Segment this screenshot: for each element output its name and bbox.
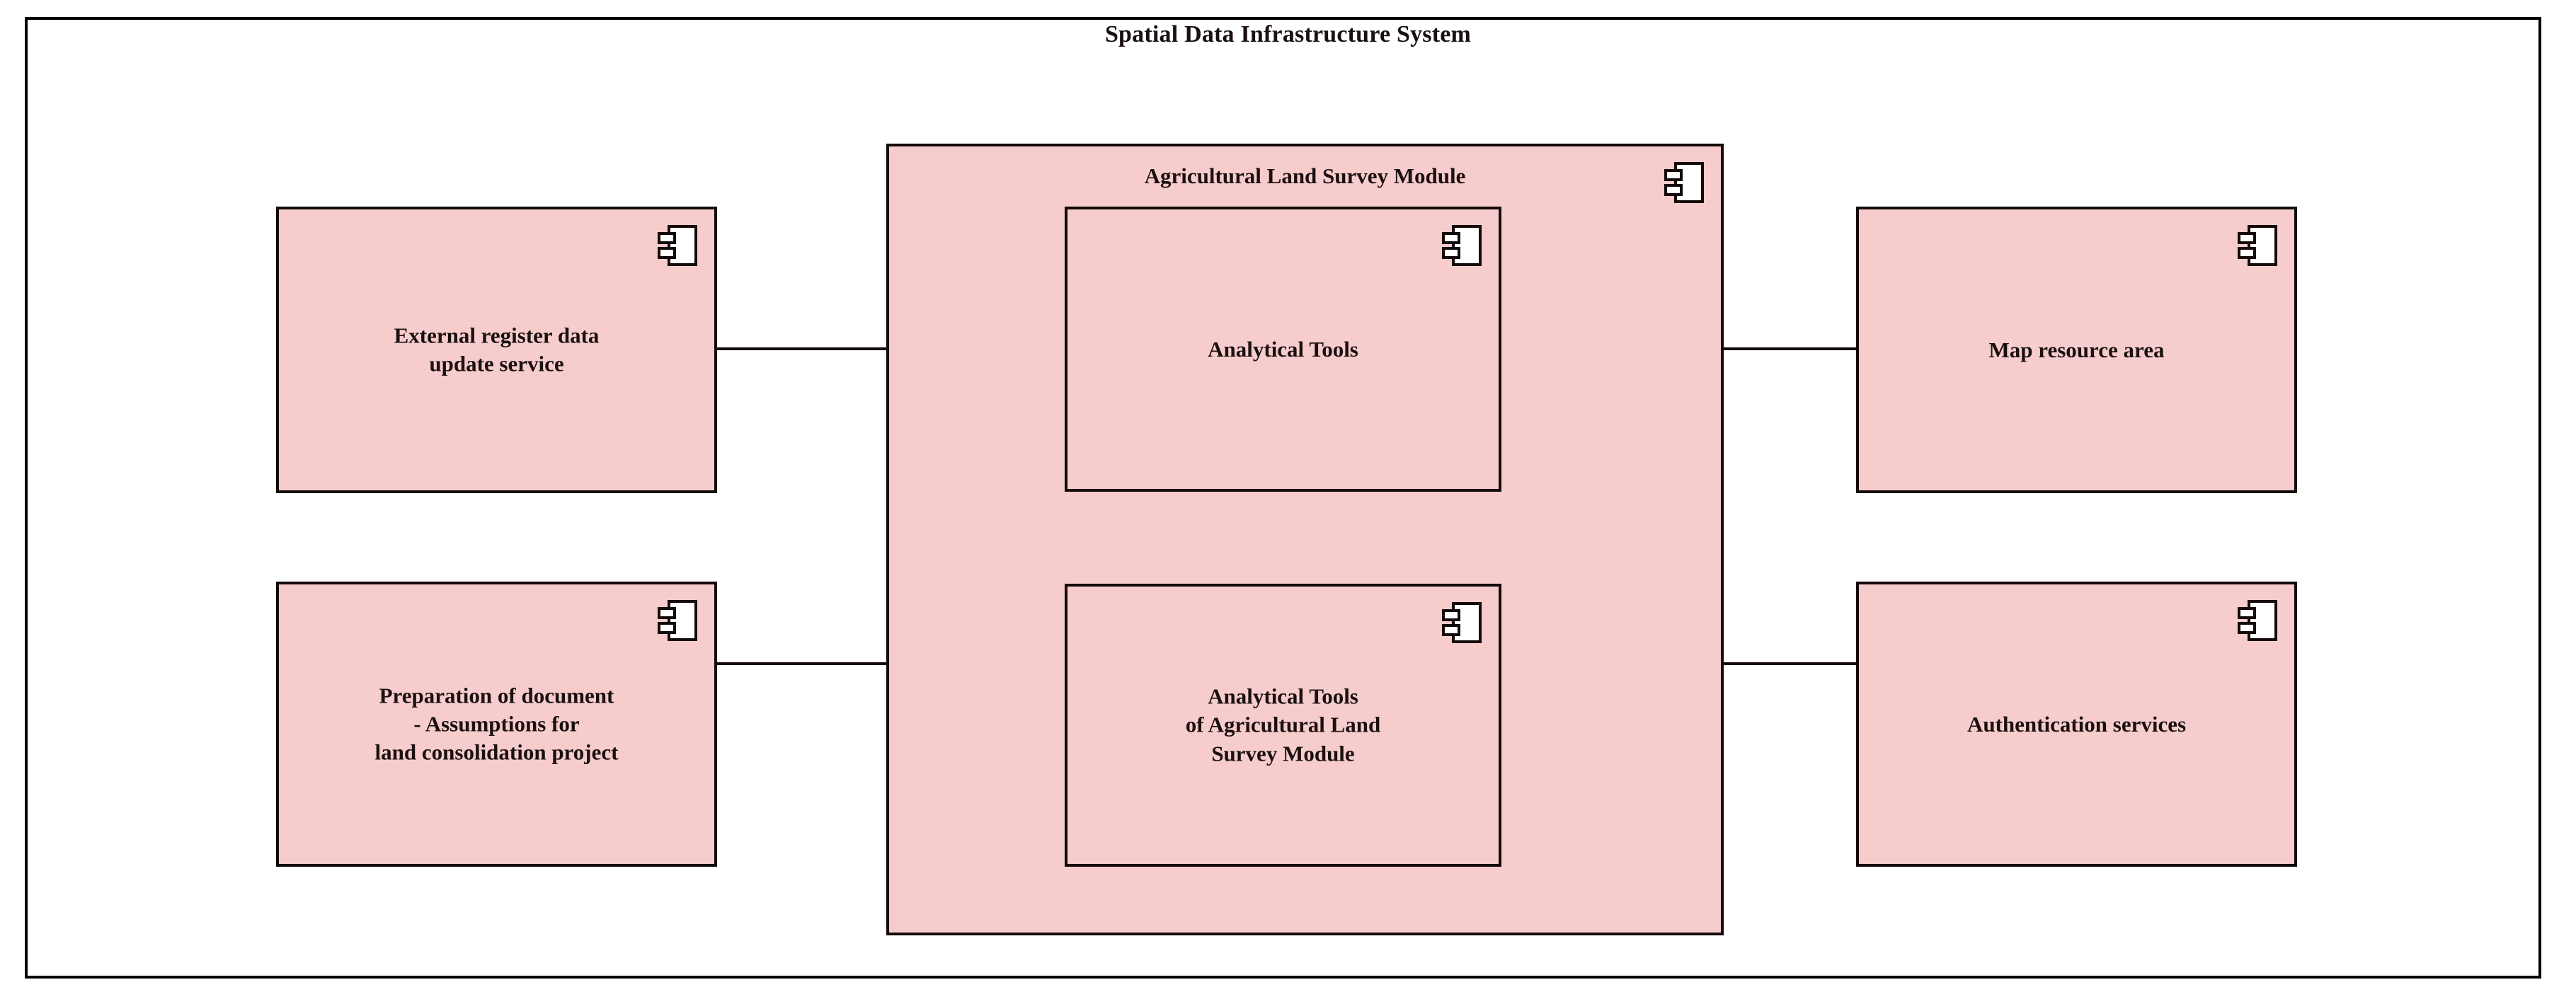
component-label: External register data update service	[394, 323, 600, 376]
uml-component-icon	[655, 224, 699, 267]
component-label: Authentication services	[1967, 711, 2187, 737]
connector-external-register-to-analytical-tools	[714, 347, 890, 350]
component-label: Preparation of document - Assumptions fo…	[374, 683, 619, 765]
component-analytical-tools-of-agricultural-land-survey-module[interactable]: Analytical Tools of Agricultural Land Su…	[1065, 584, 1501, 867]
component-analytical-tools[interactable]: Analytical Tools	[1065, 207, 1501, 492]
page-title: Spatial Data Infrastructure System	[1104, 21, 1472, 47]
component-label: Analytical Tools	[1208, 336, 1358, 362]
connector-preparation-to-module-tools	[714, 662, 890, 665]
component-map-resource-area[interactable]: Map resource area	[1856, 207, 2297, 493]
component-authentication-services[interactable]: Authentication services	[1856, 582, 2297, 867]
component-external-register-data-update-service[interactable]: External register data update service	[276, 207, 717, 493]
component-label: Map resource area	[1988, 337, 2165, 362]
uml-component-icon	[655, 599, 699, 642]
component-preparation-of-document[interactable]: Preparation of document - Assumptions fo…	[276, 582, 717, 867]
uml-component-icon	[2235, 224, 2279, 267]
component-label: Analytical Tools of Agricultural Land Su…	[1185, 683, 1381, 766]
uml-component-icon	[1439, 601, 1483, 645]
uml-component-icon	[1439, 224, 1483, 267]
uml-component-icon	[2235, 599, 2279, 642]
container-title: Agricultural Land Survey Module	[1144, 163, 1466, 188]
uml-component-icon	[1661, 161, 1705, 204]
